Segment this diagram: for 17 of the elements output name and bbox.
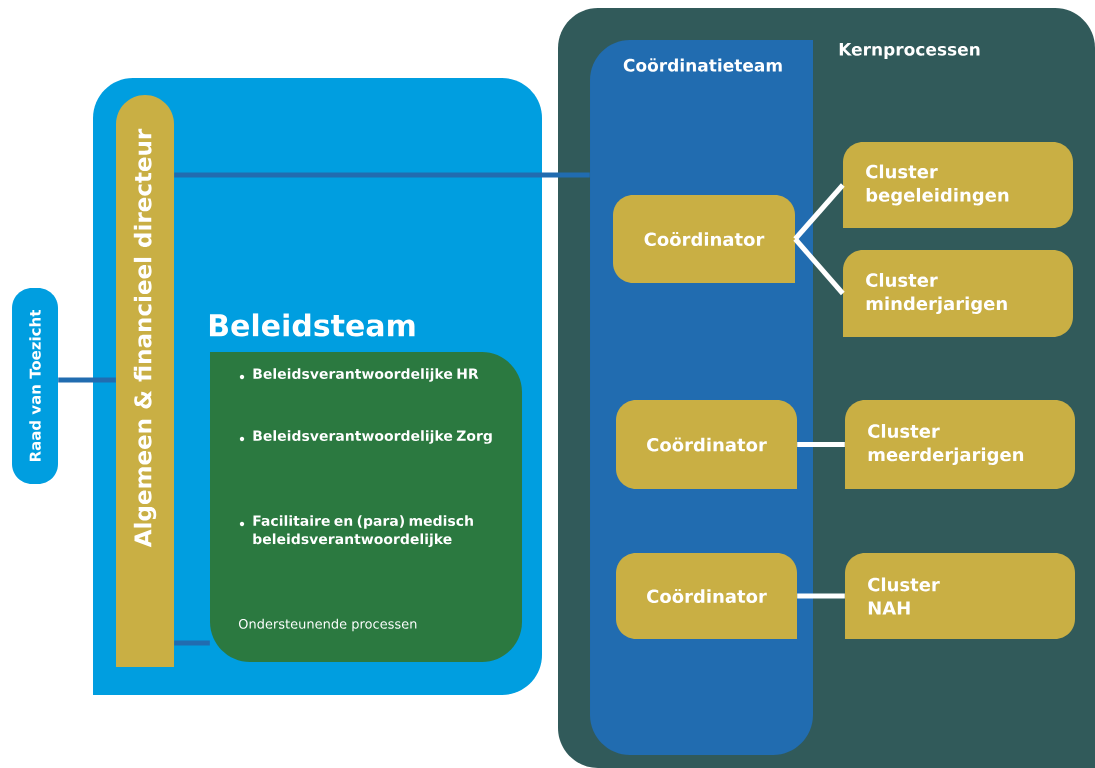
connector-line	[174, 172, 590, 178]
connector-line	[793, 183, 845, 241]
coordinator-box: Coördinator	[613, 195, 795, 283]
board-box: Raad van Toezicht	[12, 288, 58, 484]
connector-line	[797, 442, 845, 447]
cluster-box: Cluster begeleidingen	[843, 142, 1073, 228]
cluster-box: Cluster minderjarigen	[843, 250, 1073, 337]
connector-line	[58, 377, 116, 383]
cluster-box: Cluster NAH	[845, 553, 1075, 639]
connector-line	[797, 593, 845, 599]
connector-line	[174, 640, 210, 646]
coordinator-box: Coördinator	[616, 553, 797, 639]
coordinator-box: Coördinator	[616, 400, 797, 489]
cluster-box: Cluster meerderjarigen	[845, 400, 1075, 489]
policy-box: Beleidsverantwoordelijke HR Beleidsverantwoordelijke Zorg Facilitaire en (para) medisch beleidsverantwoordelijke Ondersteunende processen	[210, 352, 522, 662]
director-bar: Algemeen & financieel directeur	[116, 95, 174, 667]
connector-line	[793, 237, 845, 296]
